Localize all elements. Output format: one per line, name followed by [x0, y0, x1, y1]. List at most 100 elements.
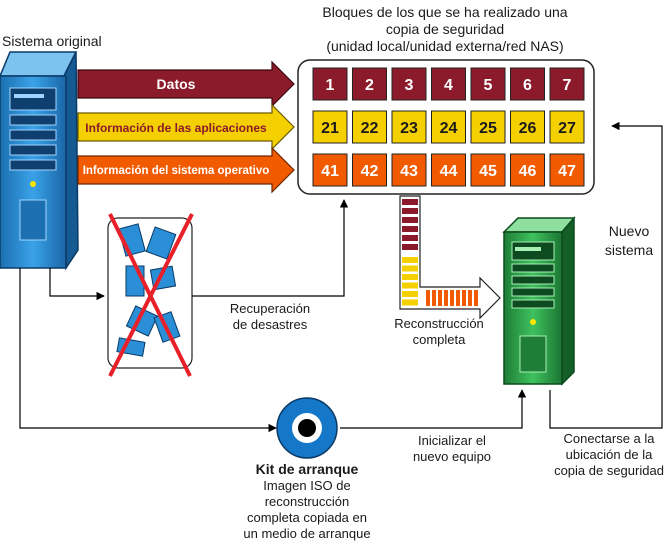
backup-block-label: 26: [519, 120, 537, 137]
apps-arrow: [77, 103, 295, 151]
backup-block: [470, 67, 506, 101]
original-system-label: Sistema original: [2, 33, 102, 49]
backup-block-label: 43: [400, 163, 418, 180]
boot-kit-title: Kit de arranque: [255, 461, 359, 477]
new-system-line: Nuevo: [608, 223, 650, 239]
data-stripe: [402, 217, 418, 223]
backup-block: [549, 110, 585, 144]
os-stripe: [438, 290, 442, 306]
connect-line: ubicación de la: [565, 447, 653, 462]
connect-label: Conectarse a la ubicación de la copia de…: [550, 431, 668, 479]
connect-line: copia de seguridad: [554, 463, 664, 478]
new-server-icon: [502, 215, 576, 386]
backup-block-label: 21: [321, 120, 339, 137]
backup-block: [312, 67, 348, 101]
boot-kit-line: Imagen ISO de: [263, 478, 351, 493]
data-arrow: [77, 60, 295, 108]
backup-block: [549, 153, 585, 187]
backup-block: [352, 153, 387, 187]
backup-block-label: 24: [440, 120, 458, 137]
rebuild-label: Reconstrucción completa: [384, 316, 494, 348]
os-stripe: [426, 290, 430, 306]
backup-block: [549, 67, 585, 101]
backup-block: [510, 67, 545, 101]
backup-block-label: 7: [563, 77, 572, 94]
backup-block-label: 27: [558, 120, 576, 137]
apps-stripe: [402, 282, 418, 289]
os-stripe: [450, 290, 454, 306]
backup-block: [391, 110, 427, 144]
backup-block-label: 4: [444, 77, 453, 94]
new-system-label: Nuevo sistema: [592, 222, 666, 260]
boot-kit: Kit de arranque Imagen ISO de reconstruc…: [232, 461, 382, 542]
recovery-line: de desastres: [232, 317, 308, 332]
data-stripe: [402, 226, 418, 232]
backup-block: [391, 153, 427, 187]
reconstruction-arrow: [399, 195, 501, 320]
backup-block-label: 47: [558, 163, 576, 180]
backup-block-label: 44: [440, 163, 458, 180]
backup-block: [352, 67, 387, 101]
backup-block-label: 23: [400, 120, 418, 137]
boot-line: nuevo equipo: [412, 449, 492, 464]
data-stripe: [402, 244, 418, 250]
recovery-line: Recuperación: [229, 301, 311, 316]
reconstruction-stripes: [402, 199, 478, 306]
apps-arrow-label: Información de las aplicaciones: [85, 121, 267, 135]
data-stripe: [402, 208, 418, 214]
boot-kit-line: completa copiada en: [247, 510, 367, 525]
backup-block: [470, 153, 506, 187]
backup-block: [312, 110, 348, 144]
title-line: (unidad local/unidad externa/red NAS): [326, 38, 564, 54]
boot-label: Inicializar el nuevo equipo: [402, 433, 502, 465]
backup-block: [510, 110, 545, 144]
title-line: Bloques de los que se ha realizado una: [322, 4, 568, 20]
backup-block: [391, 67, 427, 101]
backup-block-label: 3: [405, 77, 414, 94]
backup-block: [431, 110, 466, 144]
title-line: copia de seguridad: [385, 21, 505, 37]
os-stripe: [468, 290, 472, 306]
backup-block: [470, 110, 506, 144]
os-arrow: [77, 146, 295, 194]
apps-stripe: [402, 299, 418, 306]
os-stripe: [432, 290, 436, 306]
apps-stripe: [402, 291, 418, 297]
backup-block: [431, 153, 466, 187]
backup-block-label: 5: [484, 77, 493, 94]
original-server-icon: [0, 51, 79, 271]
data-arrow-label: Datos: [156, 76, 196, 92]
os-stripe: [474, 290, 478, 306]
backup-block-label: 41: [321, 163, 339, 180]
backup-block-label: 42: [361, 163, 379, 180]
recovery-label: Recuperación de desastres: [222, 301, 318, 333]
backup-block-label: 45: [479, 163, 497, 180]
backup-block-label: 22: [361, 120, 379, 137]
boot-line: Inicializar el: [418, 433, 486, 448]
backup-block: [312, 153, 348, 187]
rebuild-line: completa: [412, 332, 466, 347]
os-stripe: [456, 290, 460, 306]
apps-stripe: [402, 257, 418, 263]
backup-block-label: 46: [519, 163, 537, 180]
blocks-title: Bloques de los que se ha realizado una c…: [300, 4, 590, 55]
os-stripe: [462, 290, 466, 306]
backup-block: [431, 67, 466, 101]
os-stripe: [444, 290, 448, 306]
os-arrow-label: Información del sistema operativo: [82, 165, 270, 177]
backup-block-label: 1: [326, 77, 335, 94]
connect-line: Conectarse a la: [563, 431, 655, 446]
data-stripe: [402, 199, 418, 205]
backup-block: [352, 110, 387, 144]
cross-icon: [108, 213, 194, 377]
backup-block: [510, 153, 545, 187]
new-system-line: sistema: [604, 242, 654, 258]
disaster-box: [107, 213, 194, 377]
apps-stripe: [402, 265, 418, 272]
data-stripe: [402, 235, 418, 241]
apps-stripe: [402, 274, 418, 280]
backup-block-label: 25: [479, 120, 497, 137]
